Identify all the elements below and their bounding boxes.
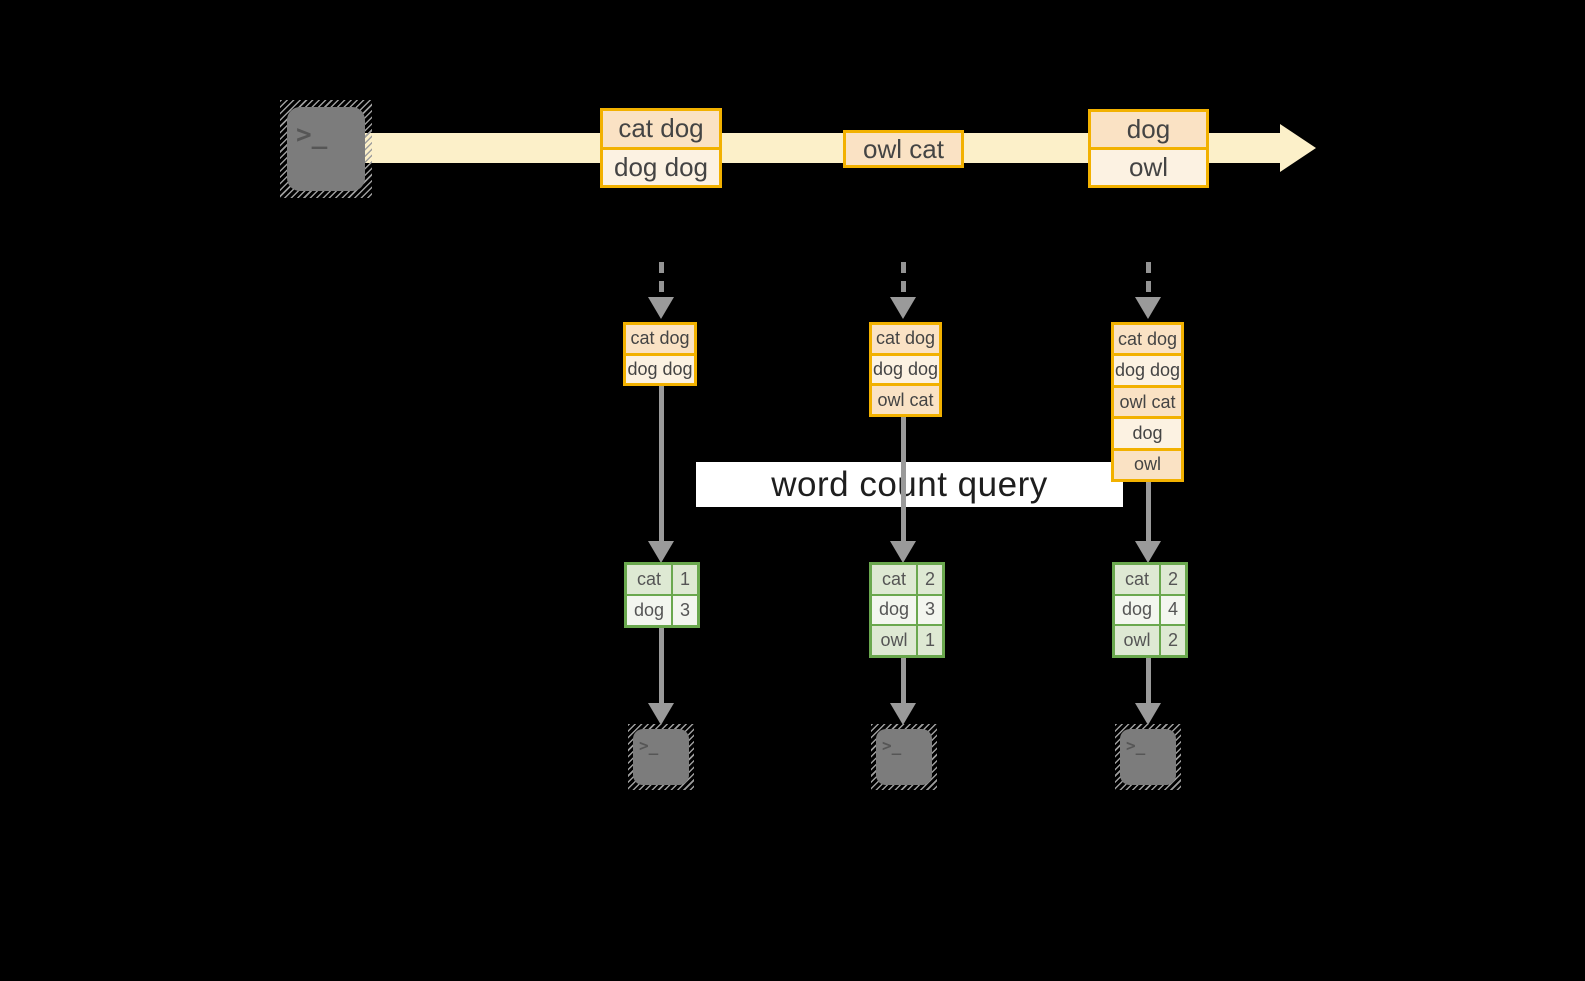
message-row: dog	[1091, 112, 1206, 147]
message-row: cat dog	[603, 111, 719, 147]
buffer-stack: cat dog dog dog	[623, 322, 697, 386]
word-cell: cat	[872, 565, 916, 594]
dashed-arrowhead-icon	[648, 297, 674, 319]
query-banner-label: word count query	[771, 464, 1048, 504]
buffer-row: dog	[1114, 419, 1181, 448]
buffer-row: owl cat	[872, 386, 939, 415]
word-cell: dog	[1115, 595, 1159, 625]
message-row: owl cat	[846, 133, 961, 165]
word-cell: cat	[627, 565, 671, 594]
terminal-screen	[287, 107, 365, 191]
terminal-prompt-icon: >_	[639, 736, 659, 755]
message-row: owl	[1091, 150, 1206, 185]
count-cell: 1	[673, 565, 697, 594]
count-table: cat 1 dog 3	[624, 562, 700, 628]
arrowhead-icon	[648, 703, 674, 725]
count-cell: 2	[1161, 626, 1185, 655]
arrowhead-icon	[1135, 541, 1161, 563]
stream-message-box: dog owl	[1088, 109, 1209, 188]
terminal-screen	[876, 729, 932, 785]
arrow-line	[659, 386, 664, 542]
buffer-row: dog dog	[872, 355, 939, 384]
arrow-line	[659, 628, 664, 704]
buffer-row: dog dog	[1114, 356, 1181, 385]
dashed-arrow-line	[1146, 262, 1151, 298]
buffer-row: owl	[1114, 450, 1181, 480]
count-table: cat 2 dog 3 owl 1	[869, 562, 945, 658]
word-cell: owl	[1115, 626, 1159, 655]
count-cell: 4	[1161, 595, 1185, 625]
stream-arrowhead	[1280, 124, 1316, 172]
terminal-screen	[1120, 729, 1176, 785]
count-cell: 2	[918, 565, 942, 594]
dashed-arrow-line	[901, 262, 906, 298]
buffer-row: cat dog	[872, 325, 939, 353]
count-cell: 1	[918, 626, 942, 655]
message-row: dog dog	[603, 149, 719, 185]
source-terminal-icon: >_	[280, 100, 372, 198]
buffer-row: owl cat	[1114, 387, 1181, 417]
sink-terminal-icon: >_	[1115, 724, 1181, 790]
count-table: cat 2 dog 4 owl 2	[1112, 562, 1188, 658]
stream-message-box: owl cat	[843, 130, 964, 168]
count-cell: 3	[918, 595, 942, 625]
arrow-line	[901, 417, 906, 542]
arrowhead-icon	[890, 703, 916, 725]
count-cell: 3	[673, 596, 697, 625]
arrow-line	[901, 658, 906, 704]
arrowhead-icon	[890, 541, 916, 563]
buffer-stack: cat dog dog dog owl cat dog owl	[1111, 322, 1184, 482]
dashed-arrow-line	[659, 262, 664, 298]
terminal-screen	[633, 729, 689, 785]
buffer-row: cat dog	[1114, 325, 1181, 354]
buffer-row: dog dog	[626, 355, 694, 383]
arrowhead-icon	[1135, 703, 1161, 725]
word-cell: owl	[872, 626, 916, 655]
dashed-arrowhead-icon	[1135, 297, 1161, 319]
stream-message-box: cat dog dog dog	[600, 108, 722, 188]
word-cell: cat	[1115, 565, 1159, 594]
terminal-prompt-icon: >_	[296, 120, 328, 150]
count-cell: 2	[1161, 565, 1185, 594]
arrow-line	[1146, 658, 1151, 704]
dashed-arrowhead-icon	[890, 297, 916, 319]
sink-terminal-icon: >_	[871, 724, 937, 790]
buffer-stack: cat dog dog dog owl cat	[869, 322, 942, 417]
word-cell: dog	[627, 596, 671, 625]
arrow-line	[1146, 482, 1151, 542]
query-banner: word count query	[696, 462, 1123, 507]
word-cell: dog	[872, 595, 916, 625]
sink-terminal-icon: >_	[628, 724, 694, 790]
buffer-row: cat dog	[626, 325, 694, 353]
arrowhead-icon	[648, 541, 674, 563]
terminal-prompt-icon: >_	[882, 736, 902, 755]
terminal-prompt-icon: >_	[1126, 736, 1146, 755]
